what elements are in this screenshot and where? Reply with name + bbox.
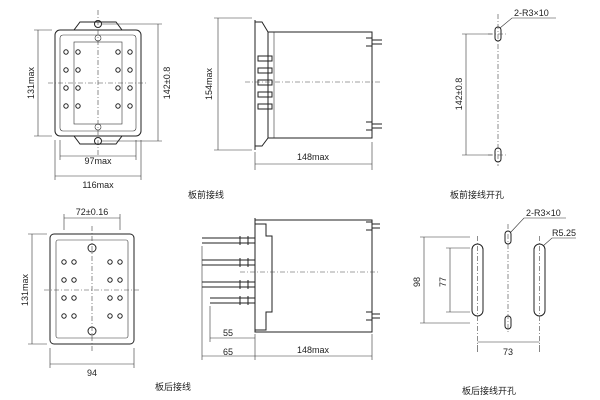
terminal [61, 313, 67, 319]
terminal [71, 259, 77, 265]
rear-terminal-grid [61, 259, 123, 319]
terminal [75, 103, 81, 109]
terminal [71, 277, 77, 283]
dim-rear-width: 94 [87, 368, 97, 378]
front-cutout-caption: 板前接线开孔 [450, 189, 504, 200]
end-stud-bottom [366, 311, 380, 321]
terminal [117, 277, 123, 283]
slot-spec: 2-R3×10 [514, 8, 549, 18]
dim-stud-a: 55 [223, 328, 233, 338]
terminal [127, 49, 133, 55]
terminal [127, 103, 133, 109]
dim-side-depth-max: 148max [297, 152, 330, 162]
dim-cutout-pitch: 142±0.8 [454, 78, 464, 110]
terminal [115, 49, 121, 55]
dim-stud-b: 65 [223, 347, 233, 357]
rear-stud-bottom [366, 121, 382, 131]
terminal [61, 277, 67, 283]
front-wiring-view: 131max 142±0.8 97max 116max [26, 10, 172, 190]
front-cutout-view: 2-R3×10 142±0.8 [454, 8, 556, 166]
terminal [117, 313, 123, 319]
dim-height-max: 131max [26, 66, 36, 99]
rear-cutout-caption: 板后接线开孔 [462, 385, 516, 396]
slot-leader [499, 17, 556, 29]
terminal [63, 85, 69, 91]
terminal [115, 67, 121, 73]
radius-leader [542, 237, 576, 247]
terminal-grid [63, 49, 133, 109]
dim-slot-pitch: 73 [503, 347, 513, 357]
dim-outer-width: 116max [82, 180, 114, 190]
dim-rear-height-max: 131max [20, 273, 30, 306]
terminal [107, 277, 113, 283]
front-studs [257, 55, 273, 110]
dim-side-height-max: 154max [204, 67, 214, 100]
dim-rear-depth-max: 148max [297, 345, 330, 355]
dim-inner-width: 97max [84, 156, 112, 166]
dim-inner-height: 77 [438, 277, 448, 287]
terminal [61, 259, 67, 265]
terminal [75, 67, 81, 73]
rear-cutout-view: 2-R3×10 R5.25 98 77 73 [412, 208, 576, 357]
rear-wiring-view: 72±0.16 131max 94 [20, 207, 140, 378]
terminal [63, 49, 69, 55]
terminal [107, 295, 113, 301]
terminal [107, 259, 113, 265]
end-stud-top [366, 221, 380, 231]
terminal [117, 295, 123, 301]
terminal [107, 313, 113, 319]
side-front-view: 154max 148max [204, 17, 382, 170]
rear-slot-spec: 2-R3×10 [526, 208, 561, 218]
side-body [267, 31, 373, 139]
terminal [71, 295, 77, 301]
terminal [61, 295, 67, 301]
rear-stud-top [366, 37, 382, 47]
small-slot-leader [509, 217, 566, 234]
terminal [127, 85, 133, 91]
terminal [115, 85, 121, 91]
rear-radius: R5.25 [552, 228, 576, 238]
terminal [115, 103, 121, 109]
side-rear-view: 55 65 148max [201, 218, 380, 360]
side-flange [255, 21, 269, 147]
rear-studs [202, 236, 255, 305]
terminal [63, 103, 69, 109]
terminal [75, 49, 81, 55]
terminal [75, 85, 81, 91]
terminal [71, 313, 77, 319]
dim-outer-height: 98 [412, 277, 422, 287]
front-wiring-caption: 板前接线 [188, 189, 224, 200]
dim-pitch-top: 72±0.16 [76, 207, 108, 217]
dim-mount-pitch: 142±0.8 [162, 67, 172, 99]
terminal [63, 67, 69, 73]
terminal [117, 259, 123, 265]
rear-wiring-caption: 板后接线 [155, 381, 191, 392]
terminal [127, 67, 133, 73]
rear-side-body [254, 219, 373, 333]
